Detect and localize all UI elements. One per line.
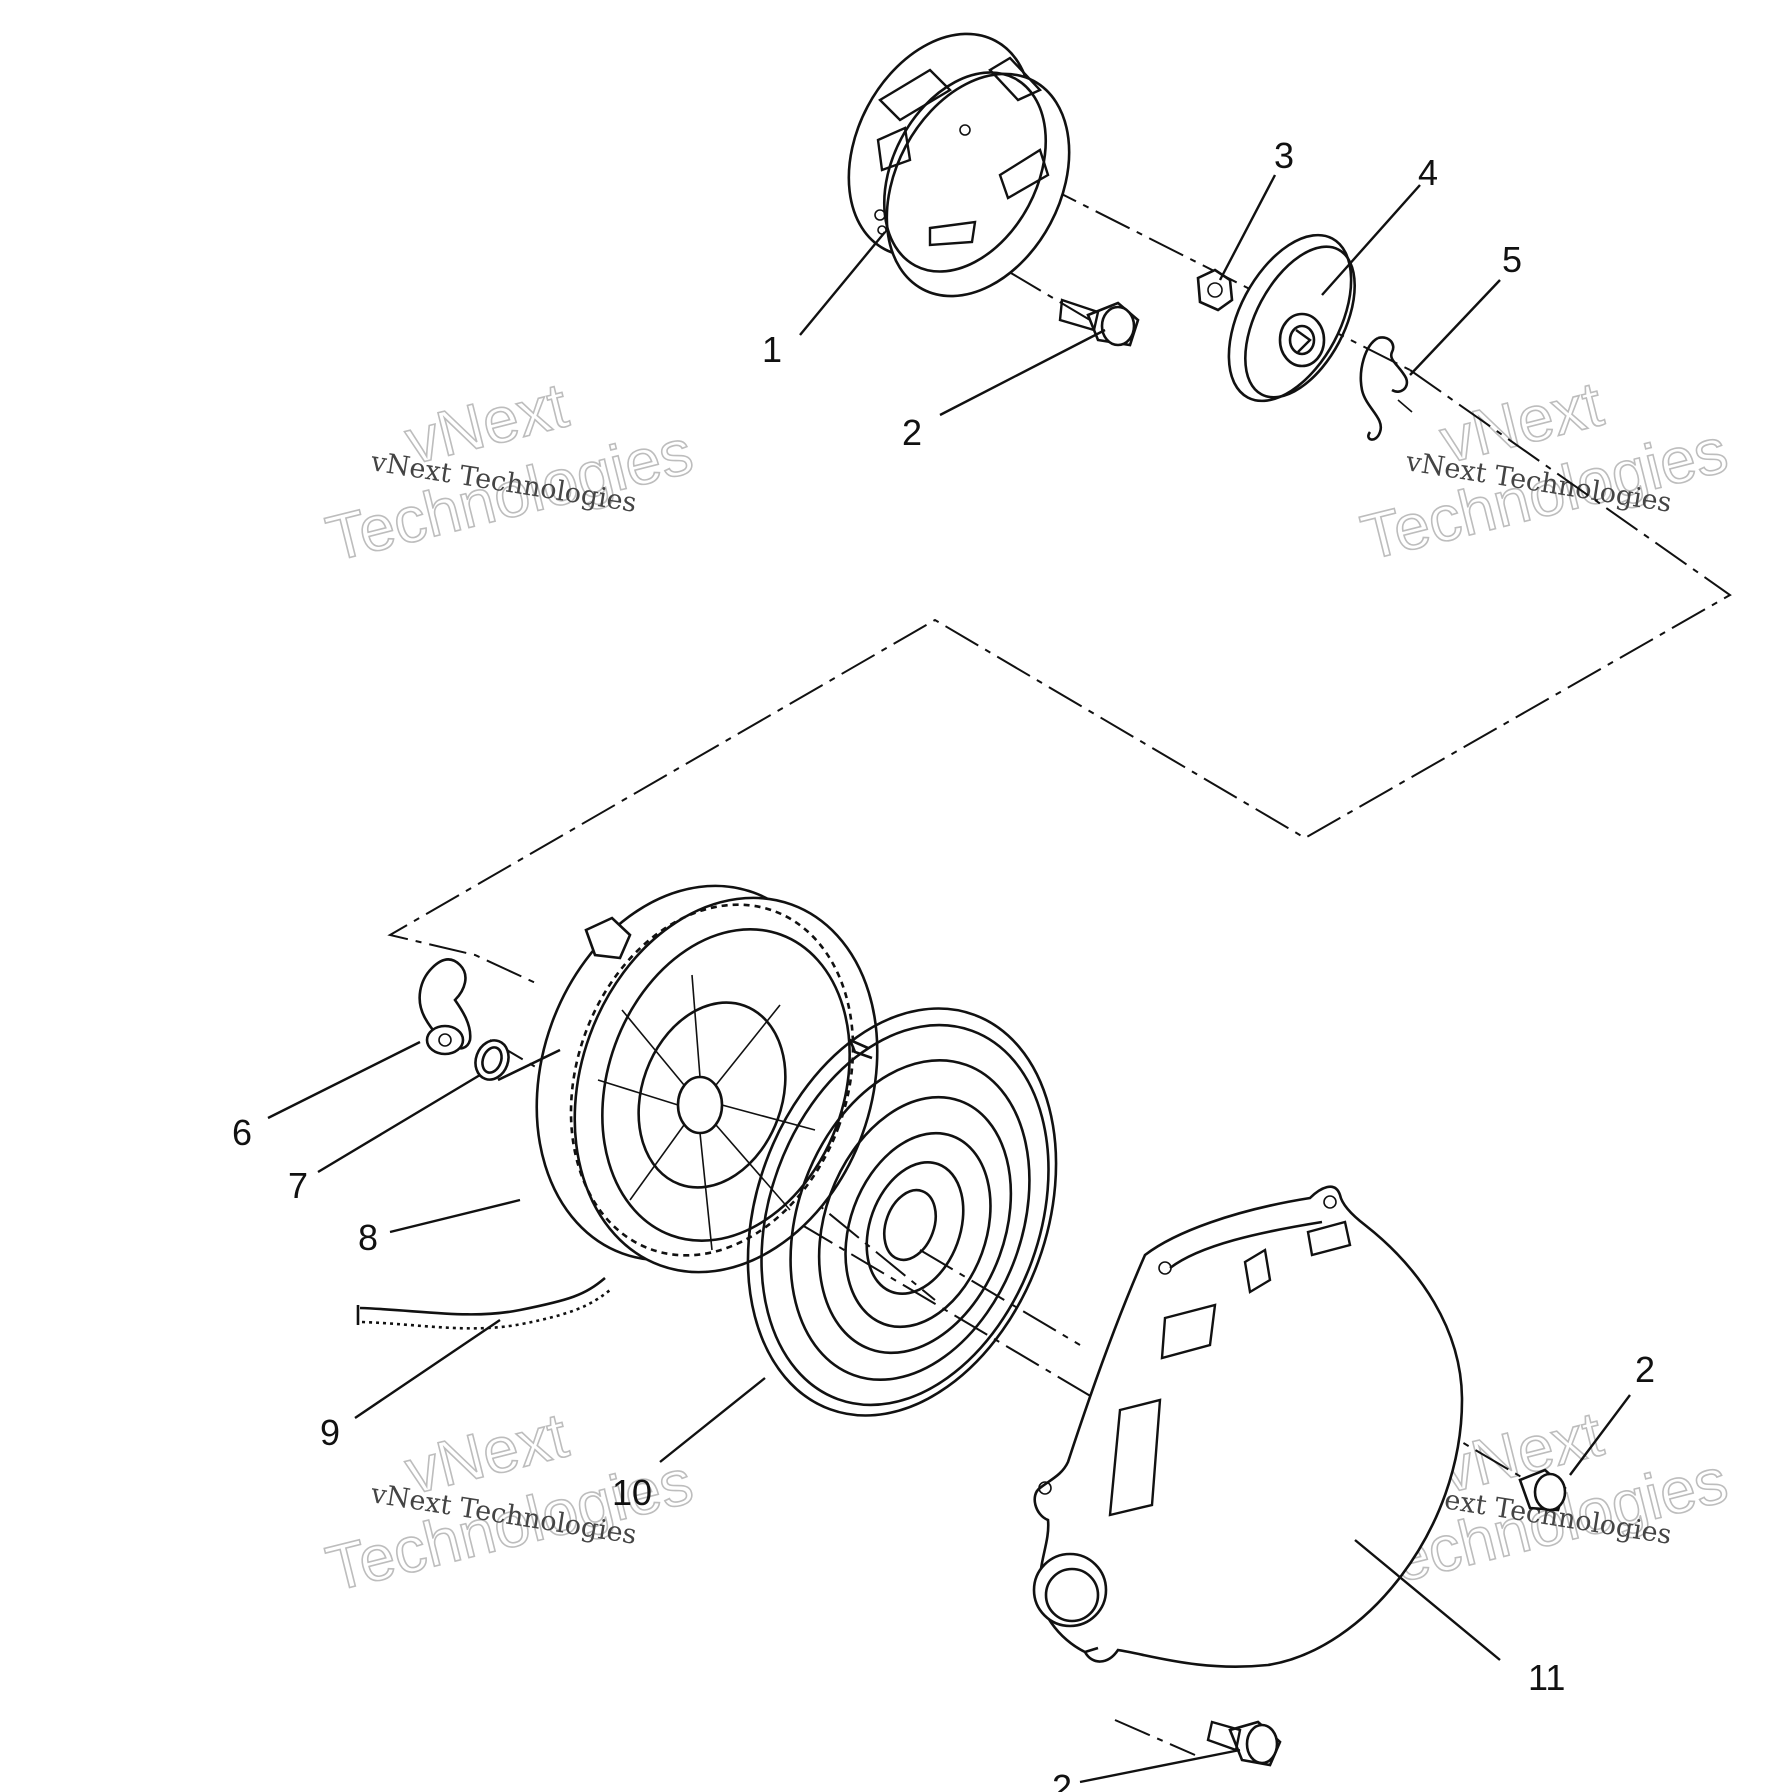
leader-4 xyxy=(1321,184,1421,296)
leader-lines xyxy=(267,174,1631,1784)
callout-5: 5 xyxy=(1502,239,1522,280)
leader-1 xyxy=(799,231,886,336)
callout-2-bottom: 2 xyxy=(1052,1767,1072,1792)
leader-8 xyxy=(389,1198,521,1234)
part-nut xyxy=(1196,268,1234,312)
part-pulley-plate xyxy=(1227,233,1356,403)
leader-5 xyxy=(1409,279,1501,376)
watermark-top-left: vNext Technologies xyxy=(319,368,701,576)
callout-3: 3 xyxy=(1274,135,1294,176)
part-bolt-bottom xyxy=(1206,1720,1282,1767)
part-rope xyxy=(356,1277,611,1330)
callout-4: 4 xyxy=(1418,152,1438,193)
leader-2-bottom xyxy=(1079,1748,1241,1784)
part-pawl xyxy=(418,958,472,1056)
callout-11: 11 xyxy=(1528,1657,1565,1698)
leader-11 xyxy=(1354,1539,1501,1661)
callout-9: 9 xyxy=(320,1412,340,1453)
leader-2-top xyxy=(939,328,1106,417)
leader-2-right xyxy=(1569,1394,1631,1476)
leader-10 xyxy=(659,1377,766,1463)
callout-2-right: 2 xyxy=(1635,1349,1655,1390)
leader-9 xyxy=(354,1319,501,1419)
callout-8: 8 xyxy=(358,1217,378,1258)
callout-6: 6 xyxy=(232,1112,252,1153)
callout-1: 1 xyxy=(762,329,782,370)
part-clip xyxy=(1359,336,1413,441)
part-starter-cup xyxy=(847,32,1071,298)
part-housing-cover xyxy=(1032,1185,1464,1668)
leader-7 xyxy=(317,1073,481,1174)
part-bolt-top xyxy=(1058,298,1140,347)
callout-7: 7 xyxy=(288,1165,308,1206)
part-ring xyxy=(474,1039,510,1081)
part-recoil-spring xyxy=(746,1007,1058,1417)
callout-2-top: 2 xyxy=(902,412,922,453)
leader-6 xyxy=(267,1040,421,1120)
callout-labels: 1 2 3 4 5 6 7 8 9 10 2 11 2 xyxy=(232,135,1655,1792)
part-bolt-right xyxy=(1518,1468,1567,1512)
callout-10: 10 xyxy=(612,1472,652,1513)
leader-3 xyxy=(1218,174,1277,281)
part-reel xyxy=(497,884,879,1274)
